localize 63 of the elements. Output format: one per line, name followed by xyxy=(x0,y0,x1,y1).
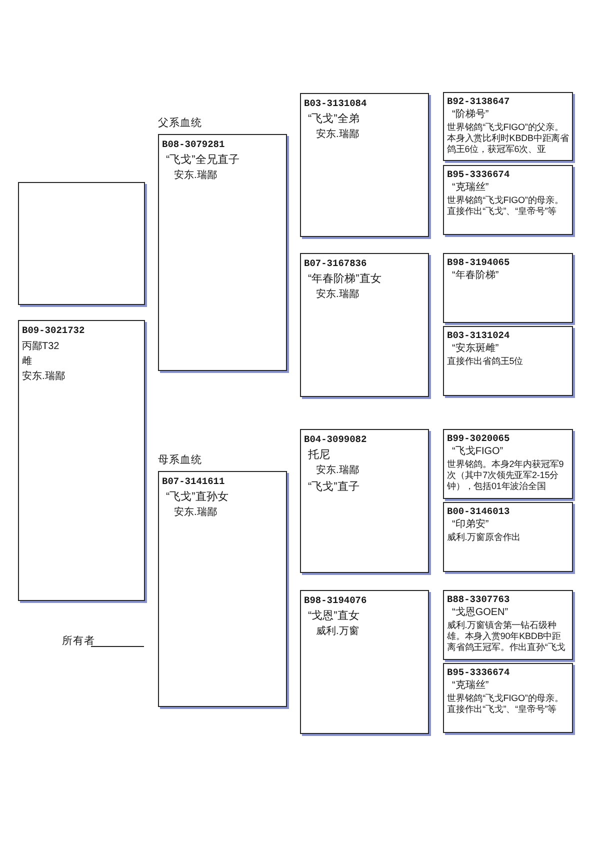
ring-number: B04-3099082 xyxy=(304,433,367,446)
ring-number: B95-3336674 xyxy=(447,169,510,181)
ring-number: B03-3131024 xyxy=(447,330,510,342)
pedigree-box xyxy=(300,253,429,397)
description-text: 世界铭鸽“飞戈FIGO”的父亲。本身入赏比利时KBDB中距离省鸽王6位，获冠军6次、亚 xyxy=(447,122,569,155)
ring-number: B07-3141611 xyxy=(162,475,225,488)
breeder-name: 安东.瑞鄙 xyxy=(22,370,65,384)
pedigree-note: “戈恩”直女 xyxy=(308,609,360,624)
section-heading: 父系血统 xyxy=(158,117,202,130)
pedigree-note: “年春阶梯”直女 xyxy=(308,272,382,287)
pigeon-name: “印弟安” xyxy=(452,518,489,532)
ring-number: B07-3167836 xyxy=(304,257,367,270)
pigeon-name: “年春阶梯” xyxy=(452,269,499,283)
ring-number: B88-3307763 xyxy=(447,594,510,606)
description-text: 威利.万窗镇舍第一钻石级种雄。本身入赏90年KBDB中距离省鸽王冠军。作出直孙“飞戈 xyxy=(447,620,567,653)
pedigree-box xyxy=(443,429,573,499)
blank-box xyxy=(18,182,145,305)
description-text: 世界铭鸽。本身2年内获冠军9次（其中7次领先亚军2-15分钟），包括01年波治全国 xyxy=(447,459,565,492)
description-text: 世界铭鸽“飞戈FIGO”的母亲。直接作出“飞戈”、“皇帝号”等 xyxy=(447,693,564,715)
pedigree-box xyxy=(443,326,573,396)
pigeon-name: “飞戈FIGO” xyxy=(452,445,504,459)
description-text: 直接作出省鸽王5位 xyxy=(447,356,524,367)
ring-number: B08-3079281 xyxy=(162,138,225,151)
pedigree-box xyxy=(443,165,573,235)
ring-number: B99-3020065 xyxy=(447,433,510,445)
pigeon-name: “克瑞丝” xyxy=(452,679,489,693)
breeder-name: 安东.瑞鄙 xyxy=(316,464,359,478)
ring-number: B98-3194076 xyxy=(304,594,367,607)
breeder-name: 安东.瑞鄙 xyxy=(174,168,217,183)
pedigree-box xyxy=(443,590,573,660)
pedigree-box xyxy=(300,429,429,573)
pedigree-box xyxy=(443,663,573,733)
section-heading: 母系血统 xyxy=(158,454,202,467)
ring-number: B92-3138647 xyxy=(447,96,510,108)
pigeon-name: “阶梯号” xyxy=(452,108,489,122)
pedigree-note: “飞戈”全弟 xyxy=(308,112,360,127)
pedigree-box xyxy=(300,590,429,734)
pedigree-note: “飞戈”全兄直子 xyxy=(166,153,240,168)
pedigree-box xyxy=(443,92,573,161)
pigeon-name: “戈恩GOEN” xyxy=(452,606,508,620)
breeder-name: 安东.瑞鄙 xyxy=(174,506,217,520)
pedigree-box xyxy=(300,93,429,237)
pedigree-box xyxy=(443,253,573,323)
ring-number: B98-3194065 xyxy=(447,257,510,269)
pigeon-name: 丙鄙T32 xyxy=(22,340,60,354)
breeder-name: 威利.万窗 xyxy=(316,624,359,639)
description-text: 威利.万窗原舍作出 xyxy=(447,532,521,543)
ring-number: B00-3146013 xyxy=(447,506,510,518)
pedigree-box xyxy=(18,320,145,601)
pigeon-name: 托尼 xyxy=(308,448,330,463)
description-text: 世界铭鸽“飞戈FIGO”的母亲。直接作出“飞戈”、“皇帝号”等 xyxy=(447,195,564,217)
pedigree-box xyxy=(443,502,573,572)
pedigree-note: “飞戈”直子 xyxy=(308,480,360,495)
owner-label: 所有者 xyxy=(62,635,95,648)
ring-number: B95-3336674 xyxy=(447,667,510,679)
ring-number: B09-3021732 xyxy=(22,324,85,337)
pigeon-name: “克瑞丝” xyxy=(452,181,489,195)
breeder-name: 安东.瑞鄙 xyxy=(316,288,359,302)
pigeon-name: “安东斑雌” xyxy=(452,342,499,356)
ring-number: B03-3131084 xyxy=(304,97,367,110)
sex-label: 雌 xyxy=(22,355,32,369)
breeder-name: 安东.瑞鄙 xyxy=(316,128,359,142)
pedigree-note: “飞戈”直孙女 xyxy=(166,490,228,505)
